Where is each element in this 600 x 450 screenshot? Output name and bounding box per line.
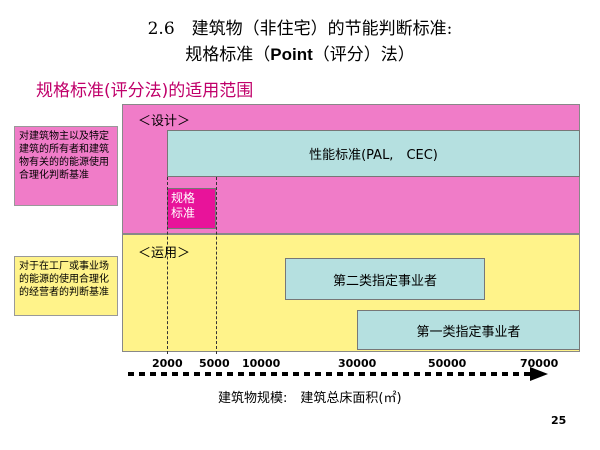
spec-standard-line2: 标准 bbox=[171, 206, 196, 220]
axis-tick-5000: 5000 bbox=[199, 357, 230, 370]
performance-standard-box: 性能标准(PAL, CEC) bbox=[167, 130, 580, 177]
slide-title-line1: 2.6 建筑物（非住宅）的节能判断标准: bbox=[147, 19, 453, 39]
performance-standard-label: 性能标准(PAL, CEC) bbox=[309, 148, 438, 163]
spec-standard-line1: 规格 bbox=[171, 191, 196, 205]
design-section-label: ＜设计＞ bbox=[138, 114, 191, 129]
class2-operator-label: 第二类指定事业者 bbox=[332, 273, 437, 289]
slide-subtitle: 规格标准(评分法)的适用范围 bbox=[36, 81, 254, 101]
axis-tick-10000: 10000 bbox=[242, 357, 281, 370]
spec-standard-box: 规格 标准 bbox=[167, 188, 216, 229]
slide-title-line2: 规格标准（Point（评分）法） bbox=[0, 40, 600, 65]
title-line2-bold: Point bbox=[270, 45, 313, 64]
page-number: 25 bbox=[551, 414, 567, 427]
title-line2-prefix: 规格标准（ bbox=[185, 45, 271, 65]
class2-operator-box: 第二类指定事业者 bbox=[285, 258, 485, 300]
title-line2-suffix: （评分）法） bbox=[312, 45, 415, 65]
design-side-note: 对建筑物主以及特定建筑的所有者和建筑物有关的的能源使用合理化判断基准 bbox=[14, 126, 118, 206]
scale-arrow bbox=[128, 367, 548, 381]
axis-label: 建筑物规模: 建筑总床面积(㎡) bbox=[218, 391, 402, 406]
axis-tick-2000: 2000 bbox=[152, 357, 183, 370]
axis-tick-50000: 50000 bbox=[428, 357, 467, 370]
axis-tick-30000: 30000 bbox=[338, 357, 377, 370]
arrow-head-icon bbox=[530, 367, 548, 381]
class1-operator-box: 第一类指定事业者 bbox=[357, 310, 580, 350]
axis-tick-70000: 70000 bbox=[520, 357, 559, 370]
operation-side-note: 对于在工厂或事业场的能源的使用合理化的经营者的判断基准 bbox=[14, 256, 118, 316]
threshold-2000-line bbox=[167, 177, 168, 354]
operation-section-label: ＜运用＞ bbox=[138, 246, 191, 261]
threshold-5000-line bbox=[216, 177, 217, 354]
class1-operator-label: 第一类指定事业者 bbox=[416, 324, 521, 340]
